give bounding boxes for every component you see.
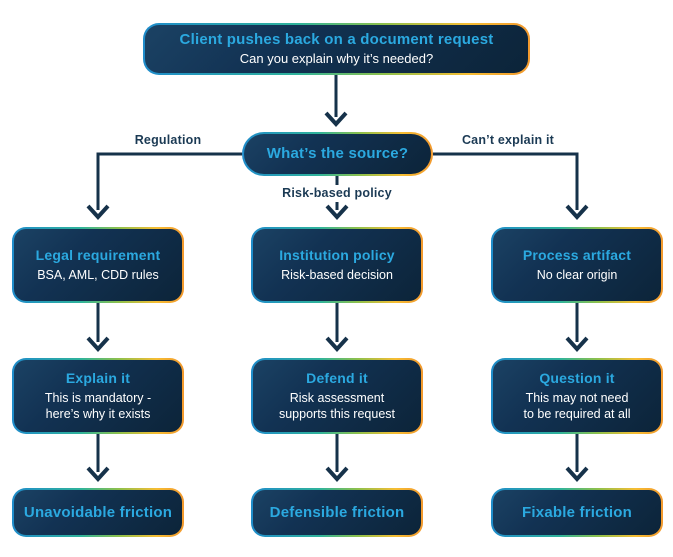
node-title: What’s the source? bbox=[266, 145, 409, 162]
node-process-artifact: Process artifact No clear origin bbox=[491, 227, 663, 303]
arrowhead-down-icon bbox=[86, 204, 110, 220]
node-subtitle: Risk-based decision bbox=[281, 267, 393, 282]
node-title: Legal requirement bbox=[35, 246, 161, 263]
node-legal-requirement: Legal requirement BSA, AML, CDD rules bbox=[12, 227, 184, 303]
node-title: Process artifact bbox=[522, 246, 632, 263]
node-whats-the-source: What’s the source? bbox=[242, 132, 433, 176]
branch-label-risk-based-policy: Risk-based policy bbox=[282, 186, 392, 200]
arrowhead-down-icon bbox=[325, 336, 349, 352]
arrowhead-down-icon bbox=[324, 111, 348, 127]
node-client-pushback: Client pushes back on a document request… bbox=[143, 23, 530, 75]
arrowhead-down-icon bbox=[325, 466, 349, 482]
arrowhead-down-icon bbox=[325, 204, 349, 220]
connector-line bbox=[433, 152, 579, 210]
arrowhead-down-icon bbox=[565, 466, 589, 482]
node-title: Defensible friction bbox=[269, 503, 405, 521]
arrowhead-down-icon bbox=[86, 336, 110, 352]
node-title: Fixable friction bbox=[522, 503, 632, 521]
node-explain-it: Explain it This is mandatory - here’s wh… bbox=[12, 358, 184, 434]
node-subtitle: This is mandatory - here’s why it exists bbox=[44, 390, 152, 421]
node-subtitle: This may not need to be required at all bbox=[523, 390, 631, 421]
node-subtitle: Can you explain why it’s needed? bbox=[239, 50, 434, 66]
node-title: Unavoidable friction bbox=[23, 503, 173, 521]
node-subtitle: Risk assessment supports this request bbox=[278, 390, 396, 421]
node-title: Client pushes back on a document request bbox=[179, 30, 494, 48]
node-fixable-friction: Fixable friction bbox=[491, 488, 663, 537]
node-title: Institution policy bbox=[279, 246, 395, 263]
node-subtitle: BSA, AML, CDD rules bbox=[37, 267, 159, 282]
branch-label-regulation: Regulation bbox=[134, 133, 202, 147]
connector-line bbox=[96, 152, 242, 210]
node-defend-it: Defend it Risk assessment supports this … bbox=[251, 358, 423, 434]
arrowhead-down-icon bbox=[86, 466, 110, 482]
node-question-it: Question it This may not need to be requ… bbox=[491, 358, 663, 434]
arrowhead-down-icon bbox=[565, 336, 589, 352]
node-title: Defend it bbox=[306, 369, 368, 386]
node-defensible-friction: Defensible friction bbox=[251, 488, 423, 537]
node-title: Question it bbox=[539, 369, 615, 386]
node-unavoidable-friction: Unavoidable friction bbox=[12, 488, 184, 537]
node-institution-policy: Institution policy Risk-based decision bbox=[251, 227, 423, 303]
node-subtitle: No clear origin bbox=[536, 267, 618, 282]
node-title: Explain it bbox=[65, 369, 131, 386]
branch-label-cant-explain-it: Can’t explain it bbox=[461, 133, 555, 147]
arrowhead-down-icon bbox=[565, 204, 589, 220]
